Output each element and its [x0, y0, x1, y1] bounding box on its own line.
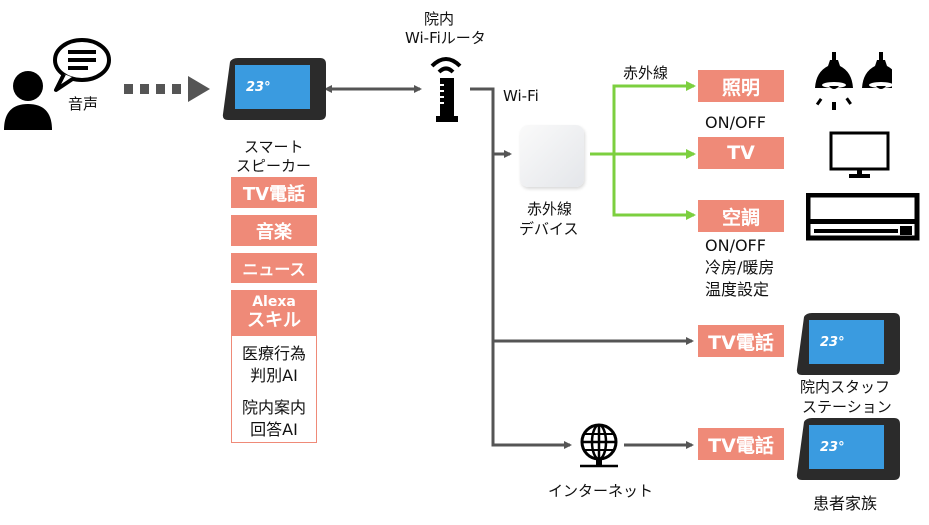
smart-speaker-label-1: スマート — [244, 138, 304, 156]
smart-display-icon: 23° — [222, 58, 327, 120]
router-label-1: 院内 — [424, 10, 455, 28]
aircon-desc-2: 冷房/暖房 — [705, 258, 775, 277]
appliance-lighting: 照明 — [698, 70, 784, 102]
internet-label: インターネット — [548, 482, 654, 500]
appliance-aircon: 空調 — [698, 200, 784, 232]
staff-smart-display-icon: 23° — [796, 313, 901, 375]
staff-label-2: ステーション — [802, 398, 892, 416]
family-tv-call: TV電話 — [698, 428, 784, 460]
voice-arrow — [124, 76, 210, 102]
ir-lines — [590, 81, 696, 220]
pendant-lamp-icon — [815, 52, 892, 110]
staff-label-1: 院内スタッフ — [800, 378, 891, 396]
feature-news: ニュース — [231, 253, 317, 283]
router-label-2: Wi-Fiルータ — [405, 29, 486, 47]
skills-box: 医療行為 判別AI 院内案内 回答AI — [231, 336, 317, 443]
air-conditioner-icon — [806, 193, 920, 241]
staff-tv-call: TV電話 — [698, 325, 784, 357]
user — [2, 38, 117, 130]
aircon-desc-3: 温度設定 — [705, 280, 770, 299]
family-smart-display-icon: 23° — [796, 418, 901, 480]
smart-speaker-label-2: スピーカー — [236, 157, 312, 175]
family-label: 患者家族 — [813, 494, 878, 513]
ir-device-label-1: 赤外線 — [527, 200, 573, 218]
person-speaking-icon — [4, 38, 111, 130]
feature-tv-call: TV電話 — [231, 177, 317, 208]
appliance-tv: TV — [698, 137, 784, 169]
wifi-router-icon — [430, 57, 462, 122]
feature-alexa-skill: Alexa スキル — [231, 290, 317, 336]
ir-hub-icon — [520, 125, 584, 187]
globe-network-icon — [580, 423, 618, 468]
wifi-trunk-line — [470, 87, 515, 447]
feature-music: 音楽 — [231, 215, 317, 246]
ir-device-label-2: デバイス — [519, 220, 579, 238]
voice-label: 音声 — [68, 95, 99, 113]
wifi-link-label: Wi-Fi — [503, 87, 539, 105]
ir-link-label: 赤外線 — [623, 64, 669, 82]
lighting-desc: ON/OFF — [705, 113, 766, 132]
monitor-icon — [829, 131, 890, 178]
aircon-desc-1: ON/OFF — [705, 236, 766, 255]
